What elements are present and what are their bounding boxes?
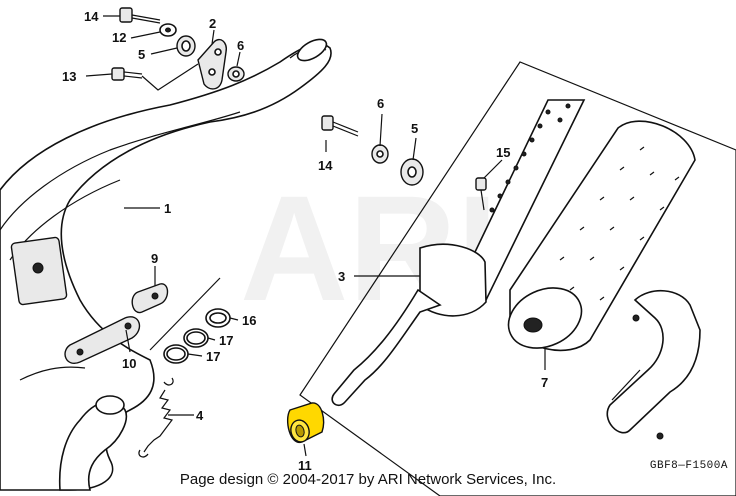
bolt-13[interactable] [111,67,143,81]
silencer-inner-pipe-part[interactable] [331,99,586,407]
o-ring-17-lower[interactable] [163,344,189,364]
collar-6-top[interactable] [227,66,245,82]
grommet-5-top[interactable] [176,35,196,57]
washer-12[interactable] [159,23,177,37]
rubber-mount-part[interactable] [131,283,169,314]
callout-4: 4 [196,408,204,423]
callout-14-middle: 14 [318,158,333,173]
callout-3: 3 [338,269,345,284]
callout-10: 10 [122,356,136,371]
callout-17-lower: 17 [206,349,220,364]
bolt-15[interactable] [475,177,487,211]
bracket-2[interactable] [197,38,228,90]
collar-11-highlighted[interactable] [286,402,325,444]
mount-plate-part[interactable] [64,316,141,364]
callout-6-top: 6 [237,38,244,53]
leader-lines [85,15,546,457]
silencer-packing-part[interactable] [499,120,696,359]
callout-6-middle: 6 [377,96,384,111]
bolt-14-middle[interactable] [321,115,359,137]
callout-12: 12 [112,30,126,45]
callout-11: 11 [298,458,312,473]
callout-7: 7 [541,375,548,390]
callout-1: 1 [164,201,171,216]
o-ring-16[interactable] [205,308,231,328]
page-design-footer: Page design © 2004-2017 by ARI Network S… [179,471,557,488]
silencer-assembly-outline [299,61,736,496]
callout-2: 2 [209,16,216,31]
o-ring-17-upper[interactable] [183,328,209,348]
callout-17-upper: 17 [219,333,233,348]
callout-13: 13 [62,69,76,84]
diagram-code: GBF8—F1500A [649,460,728,472]
callout-9: 9 [151,251,158,266]
callout-5-middle: 5 [411,121,418,136]
bolt-14-top[interactable] [119,7,161,24]
o-ring-group-line [149,277,221,351]
callout-14-top: 14 [84,9,99,24]
spring-4-part[interactable] [138,377,174,458]
silencer-band-part[interactable] [606,289,701,440]
grommet-5-middle[interactable] [400,158,424,186]
callout-5-top: 5 [138,47,145,62]
collar-6-middle[interactable] [371,144,389,164]
expansion-chamber-part[interactable] [0,35,332,491]
callout-15: 15 [496,145,510,160]
callout-16: 16 [242,313,256,328]
